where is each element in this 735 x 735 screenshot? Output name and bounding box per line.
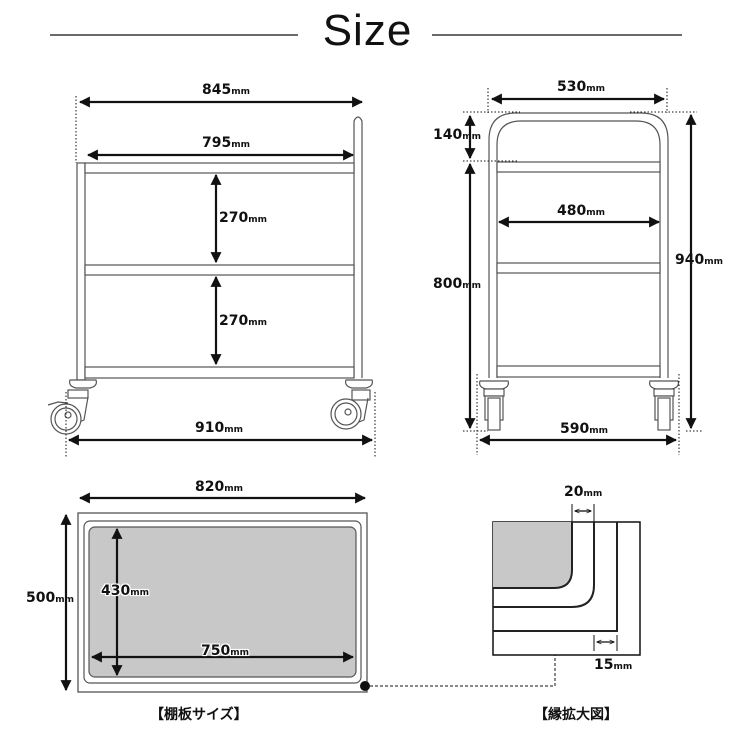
- front-view-dimensions: [65, 96, 376, 458]
- front-overall-width-label: 845mm: [202, 82, 250, 98]
- shelf-outer-width-label: 820mm: [195, 479, 243, 495]
- side-shelf-top-height-label: 800mm: [433, 276, 481, 292]
- front-upper-shelf-gap-label: 270mm: [219, 210, 267, 226]
- shelf-inner-depth-label: 430mm: [101, 583, 149, 599]
- shelf-outer-depth-label: 500mm: [26, 590, 74, 606]
- shelf-plan-dimensions: [60, 492, 556, 692]
- edge-detail-drawing: [492, 521, 641, 656]
- edge-lip-width-label: 20mm: [564, 484, 603, 500]
- page-title: Size: [322, 6, 413, 55]
- front-caster-width-label: 910mm: [195, 420, 243, 436]
- side-handle-width-label: 530mm: [557, 79, 605, 95]
- edge-detail-dimensions: [571, 504, 618, 651]
- front-inner-width-label: 795mm: [202, 135, 250, 151]
- shelf-inner-width-label: 750mm: [201, 643, 249, 659]
- edge-rim-width-label: 15mm: [594, 657, 633, 673]
- side-overall-height-label: 940mm: [675, 252, 723, 268]
- side-view-dimensions: [463, 88, 702, 455]
- side-handle-height-label: 140mm: [433, 127, 481, 143]
- front-lower-shelf-gap-label: 270mm: [219, 313, 267, 329]
- side-view-cart: [479, 112, 679, 431]
- side-caster-width-label: 590mm: [560, 421, 608, 437]
- shelf-plan-drawing: [77, 512, 368, 693]
- shelf-plan-caption: 【棚板サイズ】: [150, 707, 248, 723]
- side-inner-width-label: 480mm: [557, 203, 605, 219]
- front-view-cart: [47, 116, 373, 435]
- edge-detail-caption: 【縁拡大図】: [534, 707, 618, 723]
